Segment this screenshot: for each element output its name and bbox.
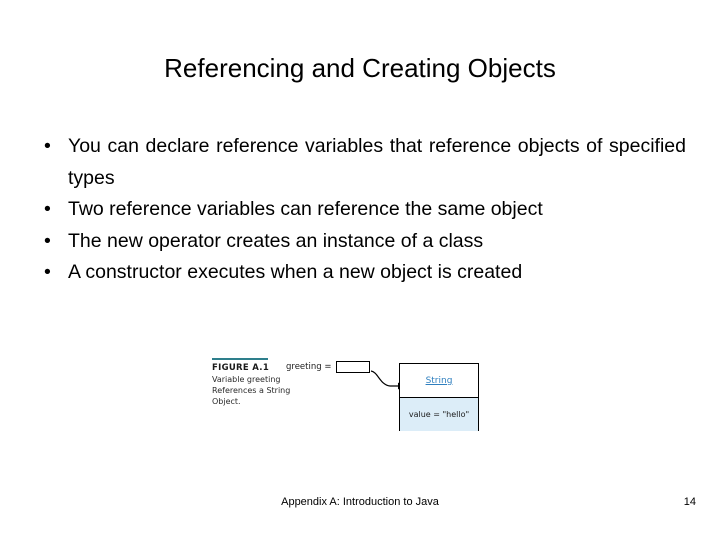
- figure-caption-line: Object.: [212, 396, 241, 406]
- figure-caption-line: References a String: [212, 385, 291, 395]
- object-class-name: String: [425, 375, 453, 386]
- bullet-list: • You can declare reference variables th…: [38, 131, 686, 289]
- bullet-point-icon: •: [44, 229, 51, 252]
- list-item: • You can declare reference variables th…: [38, 131, 686, 194]
- object-field-value: value = "hello": [408, 410, 470, 419]
- figure-rule-divider: [212, 358, 268, 360]
- bullet-point-icon: •: [44, 261, 51, 284]
- bullet-point-icon: •: [44, 198, 51, 221]
- reference-cell: [336, 361, 370, 373]
- page-title: Referencing and Creating Objects: [164, 53, 556, 83]
- figure-number: FIGURE A.1: [212, 363, 270, 373]
- list-item-text: You can declare reference variables that…: [68, 135, 686, 189]
- figure-caption-line: Variable greeting: [212, 374, 281, 384]
- bullet-point-icon: •: [44, 135, 51, 157]
- object-class-compartment: String: [400, 364, 478, 398]
- list-item: • A constructor executes when a new obje…: [38, 257, 686, 289]
- page-number: 14: [683, 496, 696, 508]
- object-field-compartment: value = "hello": [400, 398, 478, 431]
- reference-arrow-icon: [370, 370, 404, 390]
- object-box: String value = "hello": [399, 363, 479, 431]
- list-item-text: A constructor executes when a new object…: [68, 261, 523, 284]
- variable-label: greeting =: [286, 362, 332, 372]
- figure-caption: FIGURE A.1 Variable greeting References …: [212, 358, 290, 407]
- list-item-text: The new operator creates an instance of …: [68, 229, 484, 252]
- list-item-text: Two reference variables can reference th…: [68, 198, 543, 221]
- figure-diagram: FIGURE A.1 Variable greeting References …: [208, 356, 498, 442]
- list-item: • The new operator creates an instance o…: [38, 226, 686, 258]
- footer-text: Appendix A: Introduction to Java: [281, 496, 439, 508]
- list-item: • Two reference variables can reference …: [38, 194, 686, 226]
